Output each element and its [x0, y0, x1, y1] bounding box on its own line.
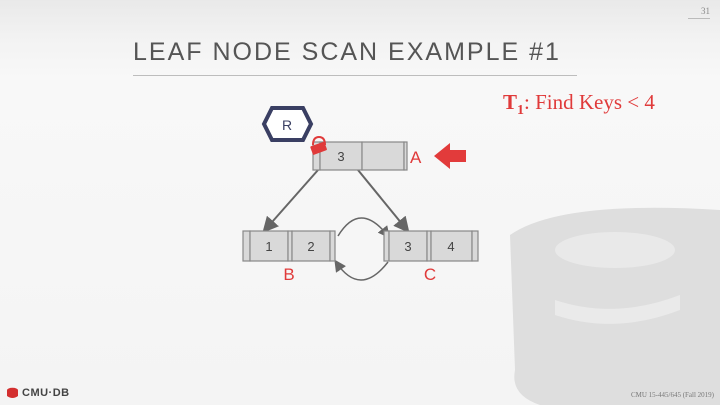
page-title: LEAF NODE SCAN EXAMPLE #1 [133, 38, 561, 66]
txn-subscript: 1 [517, 103, 525, 119]
leaf-right-key-1: 3 [404, 239, 411, 254]
leaf-node-left: 1 2 [242, 230, 336, 262]
database-watermark-icon [510, 207, 720, 405]
lock-badge-label: R [282, 117, 292, 133]
sibling-arrow-forward [337, 217, 390, 239]
pointer-left-arrow [262, 169, 319, 233]
leaf-right-label: C [424, 265, 436, 284]
leaf-node-right: 3 4 [383, 230, 479, 262]
footer-course: CMU 15-445/645 (Fall 2019) [630, 391, 714, 399]
leaf-left-key-1: 1 [265, 239, 272, 254]
slide-number: 31 [688, 6, 710, 19]
title-divider [133, 75, 577, 76]
lock-icon [310, 135, 327, 155]
pointer-right-arrow [357, 169, 410, 234]
leaf-left-label: B [283, 265, 294, 284]
read-lock-badge: R [261, 106, 314, 142]
query-text: T1: Find Keys < 4 [503, 90, 655, 119]
txn-letter: T [503, 90, 518, 114]
root-node: 3 [312, 141, 408, 171]
leaf-right-key-2: 4 [447, 239, 454, 254]
red-arrow-icon [434, 143, 466, 169]
footer-logo: CMU·DB [6, 387, 70, 399]
footer-logo-text: CMU·DB [22, 387, 70, 399]
leaf-left-key-2: 2 [307, 239, 314, 254]
query-description: : Find Keys < 4 [524, 90, 655, 114]
root-node-label: A [410, 148, 422, 167]
database-icon [7, 387, 18, 398]
root-key-1: 3 [337, 149, 344, 164]
sibling-arrow-back [334, 259, 389, 281]
